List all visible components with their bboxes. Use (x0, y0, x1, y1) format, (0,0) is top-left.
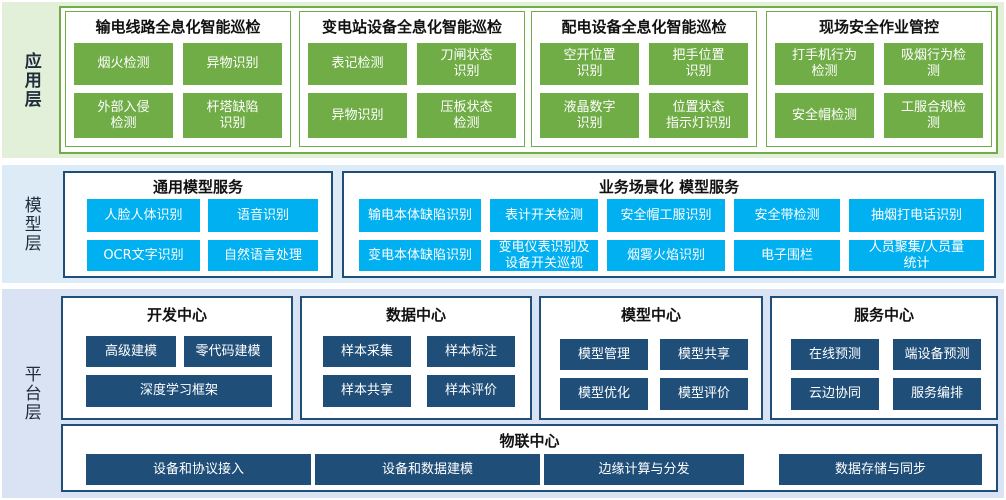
block-face-body-recognition: 人脸人体识别 (86, 198, 201, 233)
block-device-data-modeling: 设备和数据建模 (314, 453, 541, 486)
block-model-management: 模型管理 (559, 338, 649, 371)
block-edge-computing-distribution: 边缘计算与分发 (543, 453, 745, 486)
transmission-line-inspection-panel: 输电线路全息化智能巡检 烟火检测 异物识别 外部入侵 检测 杆塔缺陷 识别 (65, 11, 291, 147)
panel-title: 业务场景化 模型服务 (598, 178, 740, 196)
iot-center-panel: 物联中心 设备和协议接入 设备和数据建模 边缘计算与分发 数据存储与同步 (61, 424, 998, 492)
block-external-intrusion-detection: 外部入侵 检测 (73, 92, 174, 139)
panel-title: 服务中心 (853, 306, 914, 324)
model-layer: 模型层 通用模型服务 人脸人体识别 语音识别 OCR文字识别 自然语言处理 业务… (2, 165, 1004, 283)
block-sample-evaluation: 样本评价 (426, 374, 516, 408)
block-crowd-count-statistics: 人员聚集/人员量 统计 (848, 239, 985, 272)
block-meter-detection: 表记检测 (307, 42, 408, 86)
panel-title: 变电站设备全息化智能巡检 (321, 18, 502, 36)
block-indicator-light-recognition: 位置状态 指示灯识别 (648, 92, 749, 139)
distribution-equipment-inspection-panel: 配电设备全息化智能巡检 空开位置 识别 把手位置 识别 液晶数字 识别 位置状态… (531, 11, 757, 147)
development-center-panel: 开发中心 高级建模 零代码建模 深度学习框架 (61, 296, 293, 420)
block-helmet-workwear-recognition: 安全帽工服识别 (606, 198, 726, 233)
block-substation-defect-recognition: 变电本体缺陷识别 (358, 239, 482, 272)
block-foreign-object-recognition: 异物识别 (182, 42, 283, 86)
panel-title: 开发中心 (146, 306, 207, 324)
block-smoking-detection: 吸烟行为检 测 (883, 42, 984, 86)
block-sample-collection: 样本采集 (322, 335, 412, 368)
block-model-optimization: 模型优化 (559, 377, 649, 411)
block-smoke-fire-detection: 烟火检测 (73, 42, 174, 86)
application-layer-label: 应用层 (20, 51, 41, 109)
platform-layer: 平台层 开发中心 高级建模 零代码建模 深度学习框架 数据中心 样本采集 样本标… (2, 289, 1004, 498)
application-layer: 应用层 输电线路全息化智能巡检 烟火检测 异物识别 外部入侵 检测 杆塔缺陷 识… (2, 2, 1004, 158)
block-model-evaluation: 模型评价 (659, 377, 749, 411)
business-scenario-model-service-panel: 业务场景化 模型服务 输电本体缺陷识别 表计开关检测 安全帽工服识别 安全带检测… (342, 171, 996, 278)
block-deep-learning-framework: 深度学习框架 (85, 374, 273, 408)
panel-title: 输电线路全息化智能巡检 (95, 18, 261, 36)
general-model-service-panel: 通用模型服务 人脸人体识别 语音识别 OCR文字识别 自然语言处理 (63, 171, 333, 278)
block-foreign-object-recognition: 异物识别 (307, 92, 408, 139)
block-meter-switch-detection: 表计开关检测 (489, 198, 599, 233)
block-helmet-detection: 安全帽检测 (774, 92, 875, 139)
panel-title: 配电设备全息化智能巡检 (561, 18, 727, 36)
model-center-panel: 模型中心 模型管理 模型共享 模型优化 模型评价 (539, 296, 763, 420)
block-lcd-digit-recognition: 液晶数字 识别 (539, 92, 640, 139)
block-smoke-flame-recognition: 烟雾火焰识别 (606, 239, 726, 272)
block-phone-use-detection: 打手机行为 检测 (774, 42, 875, 86)
application-layer-container: 输电线路全息化智能巡检 烟火检测 异物识别 外部入侵 检测 杆塔缺陷 识别 变电… (59, 6, 998, 154)
block-online-prediction: 在线预测 (790, 338, 880, 371)
block-tower-defect-recognition: 杆塔缺陷 识别 (182, 92, 283, 139)
block-sample-annotation: 样本标注 (426, 335, 516, 368)
block-platen-state-detection: 压板状态 检测 (416, 92, 517, 139)
panel-title: 物联中心 (499, 432, 560, 450)
block-advanced-modeling: 高级建模 (85, 335, 177, 368)
panel-title: 通用模型服务 (152, 178, 243, 196)
panel-title: 模型中心 (620, 306, 681, 324)
block-model-sharing: 模型共享 (659, 338, 749, 371)
site-safety-control-panel: 现场安全作业管控 打手机行为 检测 吸烟行为检 测 安全帽检测 工服合规检 测 (766, 11, 992, 147)
block-handle-position-recognition: 把手位置 识别 (648, 42, 749, 86)
block-speech-recognition: 语音识别 (207, 198, 319, 233)
data-center-panel: 数据中心 样本采集 样本标注 样本共享 样本评价 (300, 296, 532, 420)
block-sample-sharing: 样本共享 (322, 374, 412, 408)
block-smoking-phone-recognition: 抽烟打电话识别 (848, 198, 985, 233)
substation-inspection-panel: 变电站设备全息化智能巡检 表记检测 刀闸状态 识别 异物识别 压板状态 检测 (299, 11, 525, 147)
block-transmission-defect-recognition: 输电本体缺陷识别 (358, 198, 482, 233)
block-device-protocol-access: 设备和协议接入 (85, 453, 312, 486)
block-breaker-position-recognition: 空开位置 识别 (539, 42, 640, 86)
model-layer-label: 模型层 (20, 195, 41, 253)
block-ocr-text-recognition: OCR文字识别 (86, 239, 201, 272)
block-substation-meter-recognition: 变电仪表识别及 设备开关巡视 (489, 239, 599, 272)
block-data-storage-sync: 数据存储与同步 (778, 453, 983, 486)
block-electronic-fence: 电子围栏 (733, 239, 841, 272)
block-switch-state-recognition: 刀闸状态 识别 (416, 42, 517, 86)
platform-layer-label: 平台层 (20, 365, 41, 422)
block-zero-code-modeling: 零代码建模 (183, 335, 273, 368)
block-service-orchestration: 服务编排 (892, 377, 982, 411)
panel-title: 数据中心 (385, 306, 446, 324)
block-workwear-compliance-detection: 工服合规检 测 (883, 92, 984, 139)
panel-title: 现场安全作业管控 (818, 18, 939, 36)
block-cloud-edge-collaboration: 云边协同 (790, 377, 880, 411)
service-center-panel: 服务中心 在线预测 端设备预测 云边协同 服务编排 (770, 296, 998, 420)
block-nlp: 自然语言处理 (207, 239, 319, 272)
block-edge-device-prediction: 端设备预测 (892, 338, 982, 371)
block-safety-belt-detection: 安全带检测 (733, 198, 841, 233)
